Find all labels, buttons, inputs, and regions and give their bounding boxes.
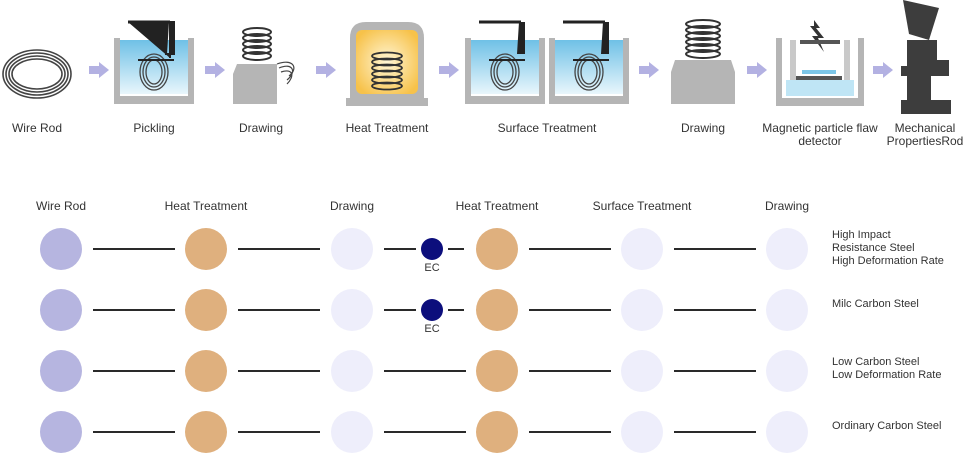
wire-rod-node bbox=[40, 228, 82, 270]
connector-line bbox=[529, 309, 611, 311]
flow-arrow-icon bbox=[439, 62, 459, 78]
connector-line bbox=[93, 370, 175, 372]
matrix-row: Low Carbon Steel Low Deformation Rate bbox=[0, 341, 967, 401]
heat-treatment-node bbox=[185, 350, 227, 392]
drawing-node bbox=[331, 411, 373, 453]
ec-label: EC bbox=[424, 323, 440, 335]
heat-treatment-node bbox=[476, 228, 518, 270]
connector-line bbox=[448, 248, 464, 250]
connector-line bbox=[529, 370, 611, 372]
connector-line bbox=[93, 248, 175, 250]
furnace-icon bbox=[346, 22, 428, 106]
microscope-icon bbox=[901, 0, 951, 114]
heat-treatment-node bbox=[476, 411, 518, 453]
connector-line bbox=[384, 370, 466, 372]
connector-line bbox=[238, 309, 320, 311]
drawing-node bbox=[766, 411, 808, 453]
wire-rod-coil-icon bbox=[2, 49, 72, 99]
connector-line bbox=[529, 248, 611, 250]
connector-line bbox=[529, 431, 611, 433]
heat-treatment-node bbox=[185, 228, 227, 270]
flaw-detector-icon bbox=[776, 20, 864, 106]
surface-treatment-node bbox=[621, 228, 663, 270]
drawing-node bbox=[331, 228, 373, 270]
wire-rod-node bbox=[40, 289, 82, 331]
stage-label: Drawing bbox=[680, 121, 725, 135]
connector-line bbox=[674, 248, 756, 250]
flow-arrow-icon bbox=[639, 62, 659, 78]
drawing-node bbox=[766, 350, 808, 392]
row-label: High Impact Resistance Steel High Deform… bbox=[832, 229, 944, 267]
stage-label: Wire Rod bbox=[11, 121, 62, 135]
stage-label: Mechanical PropertiesRod bbox=[886, 121, 964, 148]
surface-treatment-node bbox=[621, 411, 663, 453]
column-header: Heat Treatment bbox=[455, 199, 539, 213]
surface-treatment-node bbox=[621, 289, 663, 331]
matrix-row: Ordinary Carbon Steel bbox=[0, 402, 967, 462]
surface-treatment-node bbox=[621, 350, 663, 392]
connector-line bbox=[448, 309, 464, 311]
connector-line bbox=[93, 309, 175, 311]
ec-label: EC bbox=[424, 262, 440, 274]
row-label: Milc Carbon Steel bbox=[832, 298, 919, 310]
matrix-row: EC High Impact Resistance Steel High Def… bbox=[0, 219, 967, 279]
connector-line bbox=[384, 248, 416, 250]
column-header: Heat Treatment bbox=[164, 199, 248, 213]
heat-treatment-node bbox=[185, 411, 227, 453]
flow-arrow-icon bbox=[205, 62, 225, 78]
drawing-machine-icon bbox=[233, 27, 295, 104]
flow-arrow-icon bbox=[316, 62, 336, 78]
drawing-machine-icon bbox=[671, 19, 735, 104]
stage-label: Heat Treatment bbox=[345, 121, 429, 135]
connector-line bbox=[674, 431, 756, 433]
heat-treatment-node bbox=[476, 350, 518, 392]
row-label: Ordinary Carbon Steel bbox=[832, 420, 942, 432]
drawing-node bbox=[331, 350, 373, 392]
ec-node bbox=[421, 238, 443, 260]
heat-treatment-node bbox=[476, 289, 518, 331]
connector-line bbox=[238, 248, 320, 250]
stage-label: Pickling bbox=[133, 121, 175, 135]
column-header: Surface Treatment bbox=[592, 199, 692, 213]
stage-label: Drawing bbox=[238, 121, 283, 135]
stage-label: Magnetic particle flaw detector bbox=[762, 121, 878, 148]
flow-arrow-icon bbox=[873, 62, 893, 78]
column-header: Drawing bbox=[329, 199, 375, 213]
surface-bath-icon bbox=[465, 20, 629, 104]
heat-treatment-node bbox=[185, 289, 227, 331]
connector-line bbox=[238, 431, 320, 433]
flow-arrow-icon bbox=[89, 62, 109, 78]
pickling-bath-icon bbox=[114, 20, 194, 104]
connector-line bbox=[674, 309, 756, 311]
connector-line bbox=[384, 309, 416, 311]
drawing-node bbox=[331, 289, 373, 331]
connector-line bbox=[674, 370, 756, 372]
column-header: Wire Rod bbox=[35, 199, 87, 213]
column-header: Drawing bbox=[764, 199, 810, 213]
flow-arrow-icon bbox=[747, 62, 767, 78]
drawing-node bbox=[766, 289, 808, 331]
connector-line bbox=[93, 431, 175, 433]
drawing-node bbox=[766, 228, 808, 270]
stage-label: Surface Treatment bbox=[497, 121, 597, 135]
ec-node bbox=[421, 299, 443, 321]
connector-line bbox=[384, 431, 466, 433]
wire-rod-node bbox=[40, 350, 82, 392]
row-label: Low Carbon Steel Low Deformation Rate bbox=[832, 356, 942, 381]
connector-line bbox=[238, 370, 320, 372]
wire-rod-node bbox=[40, 411, 82, 453]
matrix-row: EC Milc Carbon Steel bbox=[0, 280, 967, 340]
